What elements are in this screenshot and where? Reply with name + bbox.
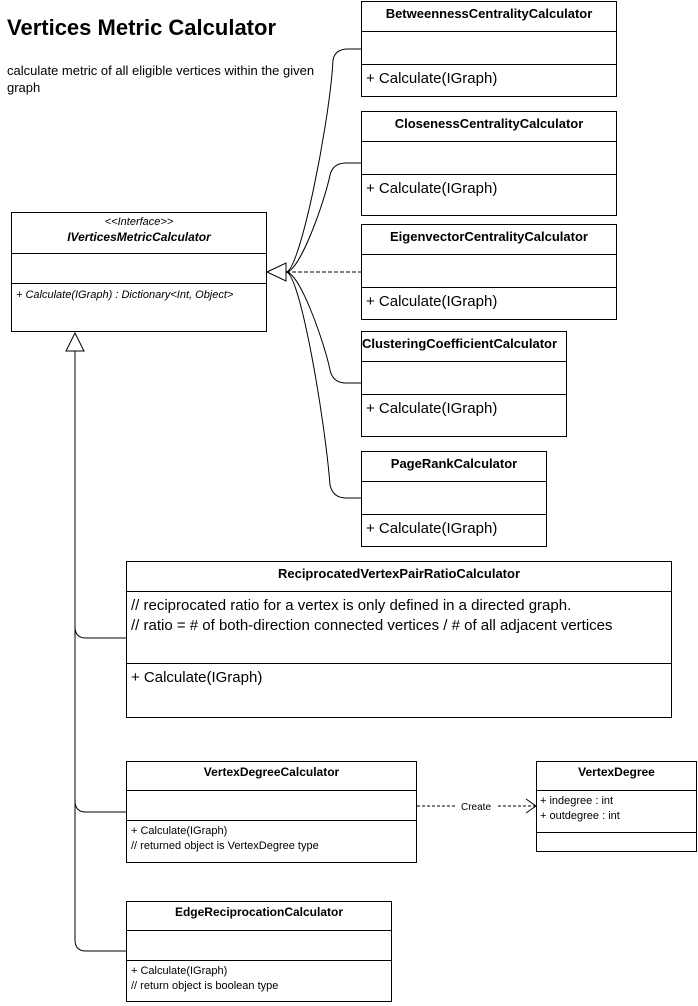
- interface-operation: + Calculate(IGraph) : Dictionary<Int, Ob…: [16, 289, 234, 301]
- class-comment: // return object is boolean type: [131, 980, 279, 992]
- realization-arrowhead-right: [265, 262, 287, 282]
- class-note-line: // ratio = # of both-direction connected…: [131, 617, 613, 634]
- eigenvector-class-box[interactable]: EigenvectorCentralityCalculator + Calcul…: [361, 224, 617, 320]
- class-comment: // returned object is VertexDegree type: [131, 840, 319, 852]
- link-betweenness: [285, 48, 361, 273]
- class-operation: + Calculate(IGraph): [131, 669, 263, 686]
- link-vertexdegreecalc: [74, 800, 126, 813]
- link-left-trunk: [74, 351, 126, 952]
- edgereciprocation-class-box[interactable]: EdgeReciprocationCalculator + Calculate(…: [126, 901, 392, 1002]
- page-title: Vertices Metric Calculator: [7, 15, 277, 40]
- interface-stereotype: <<Interface>>: [104, 216, 174, 228]
- class-name: ClosenessCentralityCalculator: [394, 116, 584, 131]
- class-name: BetweennessCentralityCalculator: [385, 6, 593, 21]
- class-attribute: + outdegree : int: [540, 810, 620, 822]
- link-closeness: [285, 162, 361, 273]
- vertexdegreecalculator-class-box[interactable]: VertexDegreeCalculator + Calculate(IGrap…: [126, 761, 417, 863]
- class-operation: + Calculate(IGraph): [366, 400, 498, 417]
- class-operation: + Calculate(IGraph): [131, 965, 228, 977]
- class-operation: + Calculate(IGraph): [366, 180, 498, 197]
- interface-box[interactable]: <<Interface>> IVerticesMetricCalculator …: [11, 212, 267, 332]
- class-operation: + Calculate(IGraph): [366, 520, 498, 537]
- link-clustering: [285, 271, 361, 384]
- reciprocated-class-box[interactable]: ReciprocatedVertexPairRatioCalculator //…: [126, 561, 672, 718]
- interface-name: IVerticesMetricCalculator: [67, 230, 211, 244]
- clustering-class-box[interactable]: ClusteringCoefficientCalculator + Calcul…: [361, 331, 567, 437]
- class-name: ClusteringCoefficientCalculator: [362, 336, 558, 351]
- link-reciprocated: [74, 626, 126, 639]
- realization-arrowhead-bottom: [65, 331, 85, 352]
- betweenness-class-box[interactable]: BetweennessCentralityCalculator + Calcul…: [361, 1, 617, 97]
- pagerank-class-box[interactable]: PageRankCalculator + Calculate(IGraph): [361, 451, 547, 547]
- class-attribute: + indegree : int: [540, 795, 614, 807]
- page-description: calculate metric of all eligible vertice…: [7, 63, 315, 95]
- class-name: EdgeReciprocationCalculator: [174, 905, 344, 919]
- class-name: VertexDegreeCalculator: [203, 765, 340, 779]
- class-name: EigenvectorCentralityCalculator: [390, 229, 588, 244]
- link-pagerank: [285, 271, 361, 499]
- class-name: VertexDegree: [578, 765, 655, 779]
- closeness-class-box[interactable]: ClosenessCentralityCalculator + Calculat…: [361, 111, 617, 216]
- create-label: Create: [461, 802, 491, 813]
- class-operation: + Calculate(IGraph): [366, 70, 498, 87]
- vertexdegree-class-box[interactable]: VertexDegree + indegree : int + outdegre…: [536, 761, 697, 852]
- class-note-line: // reciprocated ratio for a vertex is on…: [131, 597, 572, 614]
- class-name: PageRankCalculator: [390, 456, 518, 471]
- class-operation: + Calculate(IGraph): [366, 293, 498, 310]
- class-operation: + Calculate(IGraph): [131, 825, 228, 837]
- class-name: ReciprocatedVertexPairRatioCalculator: [277, 566, 521, 581]
